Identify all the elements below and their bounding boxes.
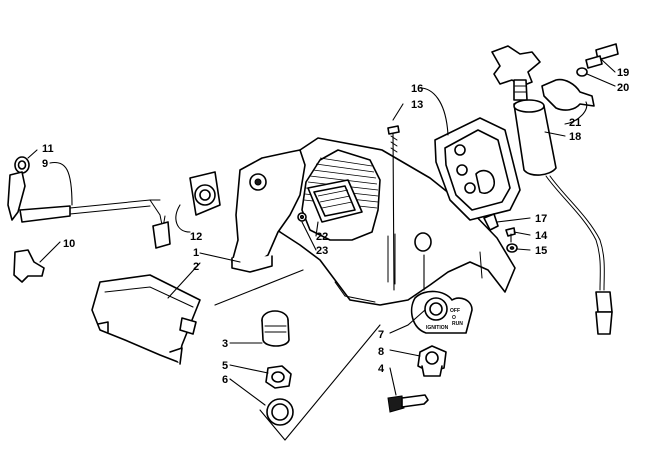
plate-label-on: O <box>452 315 456 321</box>
tether-bracket <box>434 117 521 221</box>
lower-cover <box>91 274 201 365</box>
gauge-bracket <box>189 171 221 216</box>
callout-20: 20 <box>617 82 629 94</box>
lamp-socket <box>261 310 290 347</box>
callout-9: 9 <box>42 158 48 170</box>
screw-13 <box>387 125 400 291</box>
callout-19: 19 <box>617 67 629 79</box>
ignition-plate: OFF O RUN IGNITION <box>410 290 473 334</box>
plate-label-ignition: IGNITION <box>426 325 449 331</box>
leader-lines <box>27 59 616 441</box>
callout-10: 10 <box>63 238 75 250</box>
callout-7: 7 <box>378 329 384 341</box>
nut-23 <box>297 212 307 222</box>
callout-12: 12 <box>190 231 202 243</box>
callout-17: 17 <box>535 213 547 225</box>
callout-23: 23 <box>316 245 328 257</box>
plate-label-run: RUN <box>452 321 463 327</box>
callout-labels: 1 2 3 4 5 6 7 8 9 10 11 12 13 14 15 16 1… <box>42 67 629 386</box>
callout-22: 22 <box>316 231 328 243</box>
plunger-knob <box>491 45 613 335</box>
washer-15 <box>506 243 518 253</box>
ignition-switch <box>417 345 447 377</box>
callout-8: 8 <box>378 346 384 358</box>
nut-5 <box>265 365 292 389</box>
callout-5: 5 <box>222 360 228 372</box>
callout-2: 2 <box>193 261 199 273</box>
callout-21: 21 <box>569 117 581 129</box>
callout-15: 15 <box>535 245 547 257</box>
callout-3: 3 <box>222 338 228 350</box>
callout-6: 6 <box>222 374 228 386</box>
callout-11: 11 <box>42 143 54 155</box>
callout-14: 14 <box>535 230 548 242</box>
clamp <box>541 78 595 111</box>
washer-20 <box>576 67 588 77</box>
callout-13: 13 <box>411 99 423 111</box>
callout-16: 16 <box>411 83 423 95</box>
lock-washer <box>266 398 294 426</box>
ignition-key <box>387 394 429 413</box>
screw-14 <box>505 227 516 243</box>
plate-label-off: OFF <box>450 308 460 314</box>
callout-1: 1 <box>193 247 199 259</box>
bolt-19 <box>585 43 619 69</box>
throttle-lever <box>13 249 45 283</box>
callout-4: 4 <box>378 363 385 375</box>
callout-18: 18 <box>569 131 581 143</box>
screw-17 <box>483 213 499 231</box>
throttle-cable <box>7 156 171 249</box>
mounting-plate <box>307 179 363 223</box>
